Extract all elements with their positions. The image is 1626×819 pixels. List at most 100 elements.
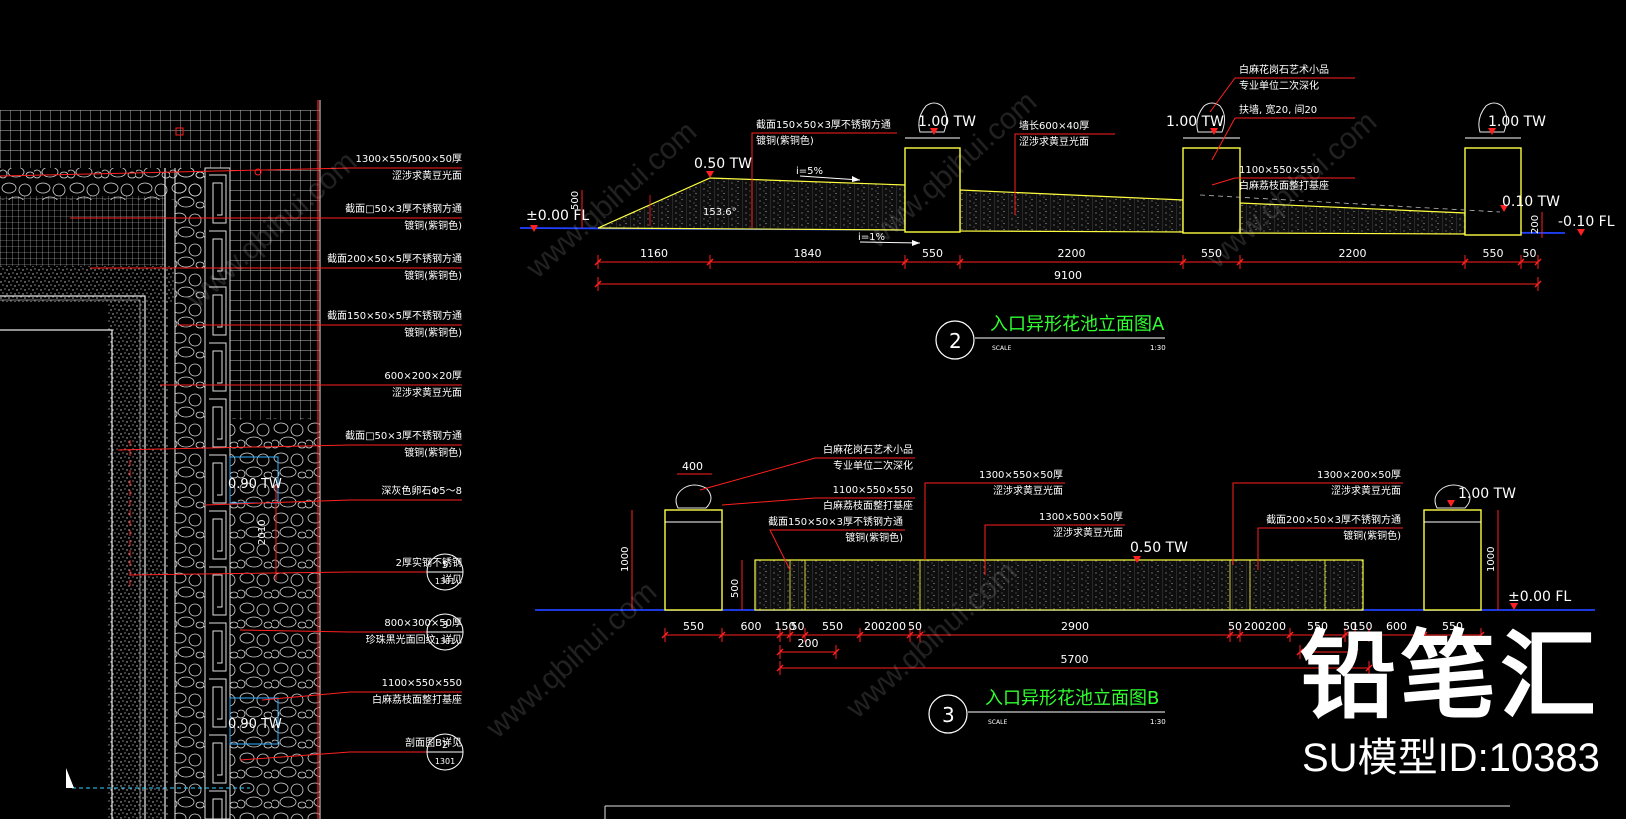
- elev-b-callout-line2: 专业单位二次深化: [833, 459, 913, 472]
- plan-callout-line1: 1100×550×550: [382, 678, 462, 689]
- elev-a-dim: 1160: [640, 247, 668, 260]
- elev-a-level-tw3: 1.00 TW: [1166, 114, 1224, 130]
- plan-dim-vertical: 2010: [257, 520, 268, 545]
- elev-b-level-fl: ±0.00 FL: [1508, 589, 1571, 605]
- plan-callout-line2: 详见: [442, 573, 462, 586]
- elev-a-title: 入口异形花池立面图A: [990, 314, 1165, 335]
- elev-b-vdim-2: 500: [730, 579, 741, 598]
- plan-callout-line2: 镀铜(紫铜色): [404, 269, 462, 282]
- sculpture-icon: [675, 484, 712, 509]
- plan-callout-line1: 截面200×50×5厚不锈钢方通: [327, 252, 462, 265]
- elev-b-dim: 600: [1386, 620, 1407, 633]
- detail-ref-number: 3: [442, 620, 448, 631]
- plan-callout-line2: 镀铜(紫铜色): [404, 326, 462, 339]
- detail-ref-sheet: 1301: [435, 577, 455, 586]
- elev-b-dim: 200200: [864, 620, 906, 633]
- elev-a-callout-line2: 涩涉求黄豆光面: [1019, 135, 1089, 148]
- elev-b-callout-line1: 1300×200×50厚: [1317, 469, 1401, 481]
- elev-a-level-tw1: 0.50 TW: [694, 156, 752, 172]
- elev-a-callout-line2: 专业单位二次深化: [1239, 79, 1319, 92]
- elev-b-leaders: [699, 457, 1403, 575]
- elev-a-slope-1: i=5%: [796, 166, 823, 177]
- plan-level-1: 0.90 TW: [228, 477, 282, 492]
- elev-a-level-tw2: 1.00 TW: [918, 114, 976, 130]
- plan-panel: [0, 196, 165, 266]
- elev-b-w400: 400: [682, 460, 703, 473]
- plan-stone-lower: [230, 418, 320, 819]
- elev-b-level-tw1: 0.50 TW: [1130, 540, 1188, 556]
- sculpture-icon: [1434, 484, 1471, 509]
- sculpture-icon: [1196, 102, 1226, 133]
- elev-b-dim: 550: [1442, 620, 1463, 633]
- elev-b-dim: 550: [822, 620, 843, 633]
- elev-a-title-num: 2: [949, 329, 962, 353]
- greek-key-pattern: [209, 174, 227, 819]
- plan-callout-line1: 截面150×50×5厚不锈钢方通: [327, 309, 462, 322]
- elev-a-level-fl2: -0.10 FL: [1558, 214, 1615, 230]
- elev-b-dim: 150: [1352, 620, 1373, 633]
- elev-b-dim: 50: [1343, 620, 1357, 633]
- elev-b-callout-line2: 镀铜(紫铜色): [845, 531, 903, 544]
- sculpture-icon: [918, 102, 948, 133]
- elev-b-callout-line1: 1100×550×550: [833, 485, 913, 496]
- elev-b-callout-line1: 截面200×50×3厚不锈钢方通: [1266, 513, 1401, 526]
- elev-a-slope-2: i=1%: [858, 232, 885, 243]
- plan-level-2: 0.90 TW: [228, 717, 282, 732]
- plan-callout-line2: 涩涉求黄豆光面: [392, 386, 462, 399]
- elev-a-bed-1: [959, 189, 1184, 233]
- elev-a-dim: 550: [922, 247, 943, 260]
- elev-a-callout-line2: 镀铜(紫铜色): [756, 134, 814, 147]
- elevation-b: 1000 500 1000 400 0.50 TW 1.00 TW ±0.00 …: [535, 443, 1595, 734]
- elev-b-dim-total: 5700: [1061, 653, 1089, 666]
- elev-b-callout-line2: 镀铜(紫铜色): [1343, 529, 1401, 542]
- elev-a-v200: 200: [1530, 215, 1541, 234]
- detail-ref-number: 2: [442, 740, 448, 751]
- plan-callout-line1: 深灰色卵石Φ5～8: [381, 484, 462, 497]
- elev-b-pedestal-left: [664, 509, 723, 611]
- elev-b-dim: 50: [791, 620, 805, 633]
- elev-a-callouts: 截面150×50×3厚不锈钢方通镀铜(紫铜色)墙长600×40厚涩涉求黄豆光面白…: [756, 63, 1329, 192]
- model-id: SU模型ID:10383: [1302, 736, 1600, 780]
- plan-callout-line1: 2厚实钢不锈钢: [396, 556, 462, 569]
- plan-callout-line2: 镀铜(紫铜色): [404, 219, 462, 232]
- elev-a-level-tw4: 1.00 TW: [1488, 114, 1546, 130]
- elev-a-scale-value: 1:30: [1150, 344, 1166, 352]
- elev-a-bed-2: [1239, 202, 1466, 235]
- elev-a-dim: 2200: [1058, 247, 1086, 260]
- plan-callout-line2: 涩涉求黄豆光面: [392, 169, 462, 182]
- elev-a-angle: 153.6°: [703, 207, 737, 218]
- plan-callout-line2: 白麻荔枝面整打基座: [372, 693, 462, 706]
- elev-a-dim: 50: [1523, 247, 1537, 260]
- elev-b-dim: 150: [775, 620, 796, 633]
- elev-a-callout-line1: 1100×550×550: [1239, 165, 1319, 176]
- elev-b-dim: 200200: [1244, 620, 1286, 633]
- elev-a-callout-line2: 白麻荔枝面整打基座: [1239, 179, 1329, 192]
- elev-b-vdim-3: 1000: [1486, 547, 1497, 572]
- elev-a-level-fl: ±0.00 FL: [526, 208, 589, 224]
- elev-a-callout-line1: 扶墙, 宽20, 间20: [1239, 103, 1317, 116]
- elev-a-pedestal-2: [1182, 147, 1241, 234]
- brand-logo-text: 铅笔汇: [1300, 620, 1600, 732]
- elev-b-dim: 550: [683, 620, 704, 633]
- elev-a-level-tw5: 0.10 TW: [1502, 194, 1560, 210]
- plan-callout-line1: 600×200×20厚: [384, 370, 462, 382]
- elev-a-scale-label: SCALE: [992, 345, 1011, 352]
- elev-b-dim: 50: [1228, 620, 1242, 633]
- elev-b-subdim: 200: [798, 637, 819, 650]
- plan-callout-leaders: [0, 167, 462, 761]
- elev-b-dim: 600: [741, 620, 762, 633]
- elevation-a: ±0.00 FL 0.50 TW 1.00 TW 1.00 TW 1.00 TW…: [519, 63, 1615, 360]
- plan-speckle-column: [108, 300, 168, 819]
- elev-b-subdim: 200: [1317, 637, 1338, 650]
- plan-callouts: 1300×550/500×50厚涩涉求黄豆光面截面□50×3厚不锈钢方通镀铜(紫…: [327, 153, 464, 771]
- elev-b-callout-line2: 涩涉求黄豆光面: [1053, 526, 1123, 539]
- elev-b-callout-line2: 白麻荔枝面整打基座: [823, 499, 913, 512]
- elev-b-title-bubble: [928, 694, 968, 734]
- elev-b-callout-line2: 涩涉求黄豆光面: [1331, 484, 1401, 497]
- plan-callout-line1: 剖面图B详见: [405, 736, 462, 749]
- elev-b-callout-line1: 1300×500×50厚: [1039, 511, 1123, 523]
- plan-view: 0.90 TW 0.90 TW 2010 1300×550/500×50厚涩涉求…: [0, 100, 464, 819]
- elev-a-v500: 500: [570, 191, 581, 210]
